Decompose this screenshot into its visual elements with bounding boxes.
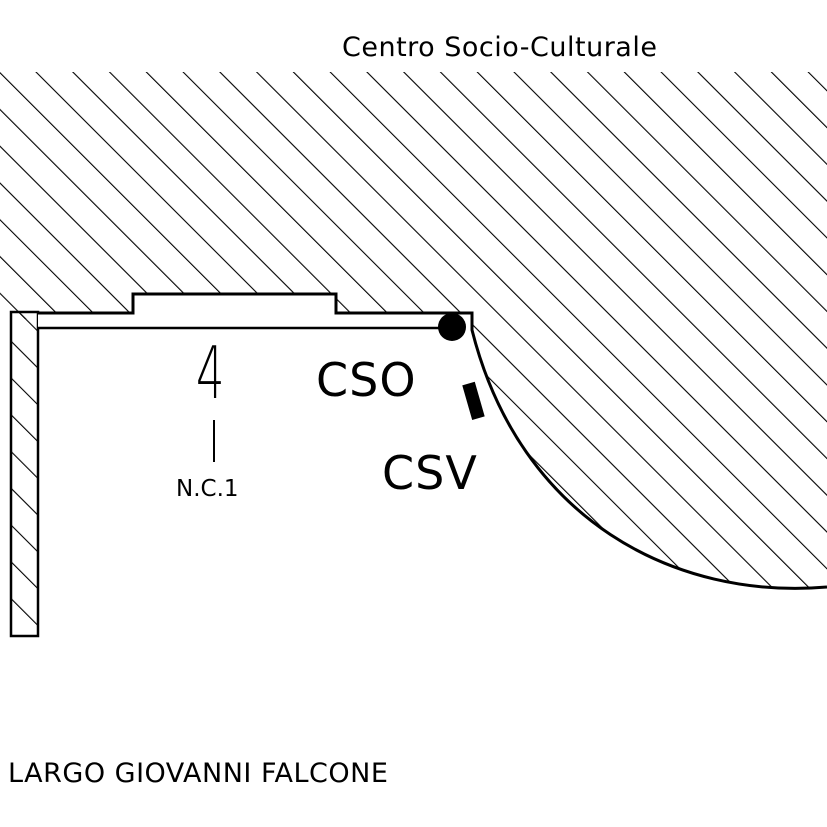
civic-number: 4 <box>196 331 225 415</box>
civic-number-code: N.C.1 <box>176 476 239 502</box>
csv-marker <box>462 381 485 420</box>
building-label: Centro Socio-Culturale <box>342 32 658 63</box>
frontage-band <box>38 313 472 328</box>
left-wall-outline <box>9 310 40 638</box>
street-name: LARGO GIOVANNI FALCONE <box>8 758 389 789</box>
building-hatch-area <box>0 72 827 589</box>
building-outline <box>38 292 827 590</box>
cso-label: CSO <box>316 353 417 407</box>
left-wall-hatch <box>11 312 38 636</box>
csv-label: CSV <box>382 446 478 500</box>
cso-marker <box>438 313 466 341</box>
